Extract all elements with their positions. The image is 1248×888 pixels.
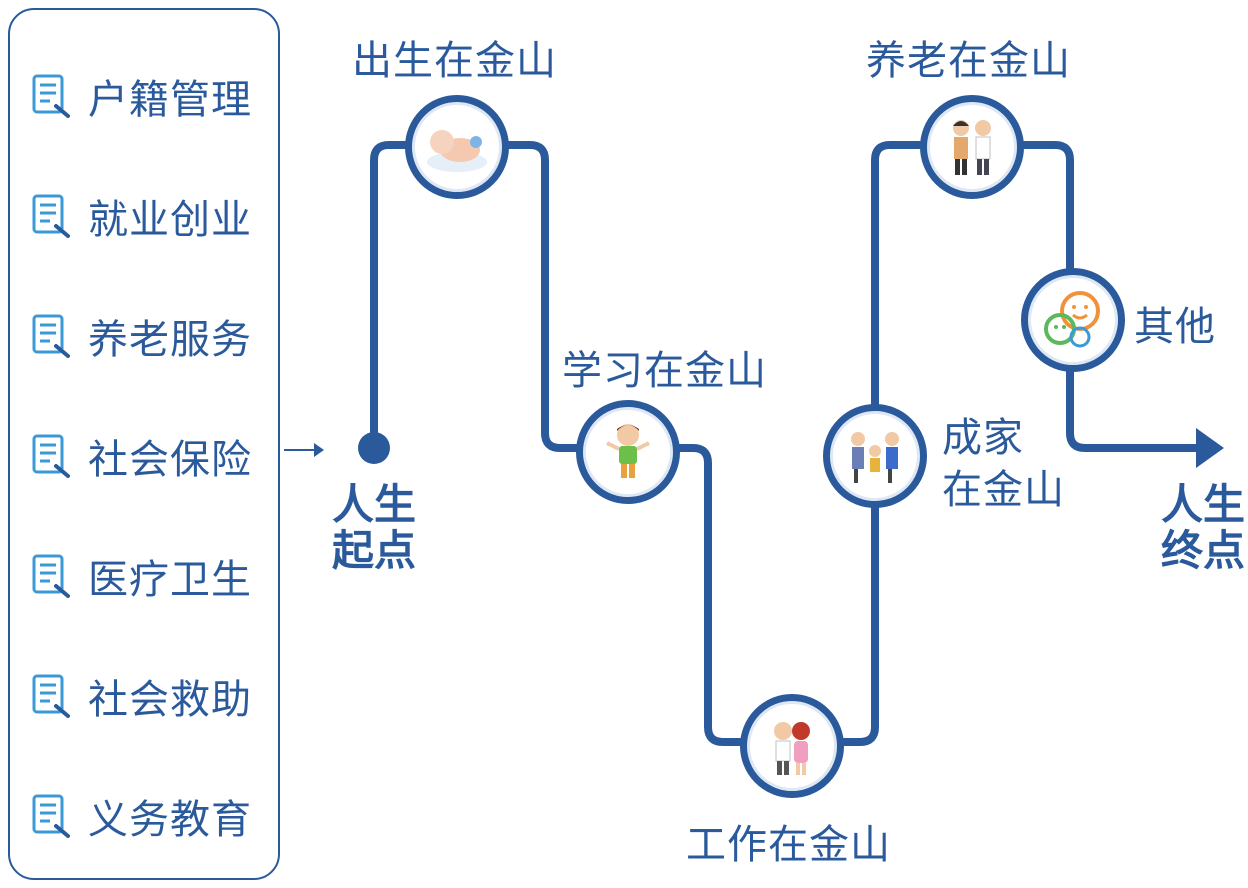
sidebar-item-label: 社会保险 [88, 437, 252, 483]
life-end-label: 人生 终点 [1160, 480, 1245, 575]
sidebar-item-elderly-care[interactable]: 养老服务 [32, 308, 252, 364]
document-icon [32, 314, 70, 358]
stage-other-label: 其他 [1134, 304, 1216, 350]
elderly-couple-icon [953, 120, 991, 175]
end-arrow-icon [1196, 428, 1224, 468]
sidebar-item-label: 户籍管理 [88, 77, 252, 123]
chat-bubbles-icon [1044, 291, 1100, 348]
sidebar-item-social-insurance[interactable]: 社会保险 [32, 428, 252, 484]
couple-icon [774, 722, 810, 775]
life-start-label: 人生 起点 [331, 480, 416, 575]
baby-icon [427, 130, 487, 172]
start-dot [358, 432, 390, 464]
sidebar-item-social-assistance[interactable]: 社会救助 [32, 668, 252, 724]
document-icon [32, 554, 70, 598]
document-icon [32, 434, 70, 478]
stage-work-label: 工作在金山 [686, 822, 891, 868]
sidebar-item-label: 医疗卫生 [88, 557, 252, 603]
arrow-right-icon [284, 443, 324, 457]
document-icon [32, 194, 70, 238]
sidebar-item-label: 养老服务 [88, 317, 252, 363]
stage-birth-label: 出生在金山 [352, 38, 557, 84]
sidebar-item-employment[interactable]: 就业创业 [32, 188, 252, 244]
sidebar-item-label: 社会救助 [88, 677, 252, 723]
document-icon [32, 674, 70, 718]
stage-retirement-label: 养老在金山 [866, 38, 1071, 84]
stage-family-label: 成家 在金山 [942, 415, 1065, 513]
stage-retirement-node[interactable] [920, 95, 1024, 199]
sidebar-item-label: 就业创业 [88, 197, 252, 243]
stage-family-node[interactable] [823, 404, 927, 508]
sidebar-item-healthcare[interactable]: 医疗卫生 [32, 548, 252, 604]
sidebar-item-household-registration[interactable]: 户籍管理 [32, 68, 252, 124]
stage-other-node[interactable] [1021, 268, 1125, 372]
sidebar-item-compulsory-education[interactable]: 义务教育 [32, 788, 252, 844]
stage-study-node[interactable] [576, 400, 680, 504]
service-sidebar: 户籍管理 就业创业 养老服务 社会保险 医疗卫生 社会救助 义务教育 [8, 8, 280, 880]
sidebar-item-label: 义务教育 [88, 797, 252, 843]
document-icon [32, 794, 70, 838]
family-icon [851, 432, 899, 483]
child-icon [606, 424, 650, 478]
stage-study-label: 学习在金山 [562, 348, 767, 394]
document-icon [32, 74, 70, 118]
stage-birth-node[interactable] [405, 95, 509, 199]
stage-work-node[interactable] [740, 694, 844, 798]
